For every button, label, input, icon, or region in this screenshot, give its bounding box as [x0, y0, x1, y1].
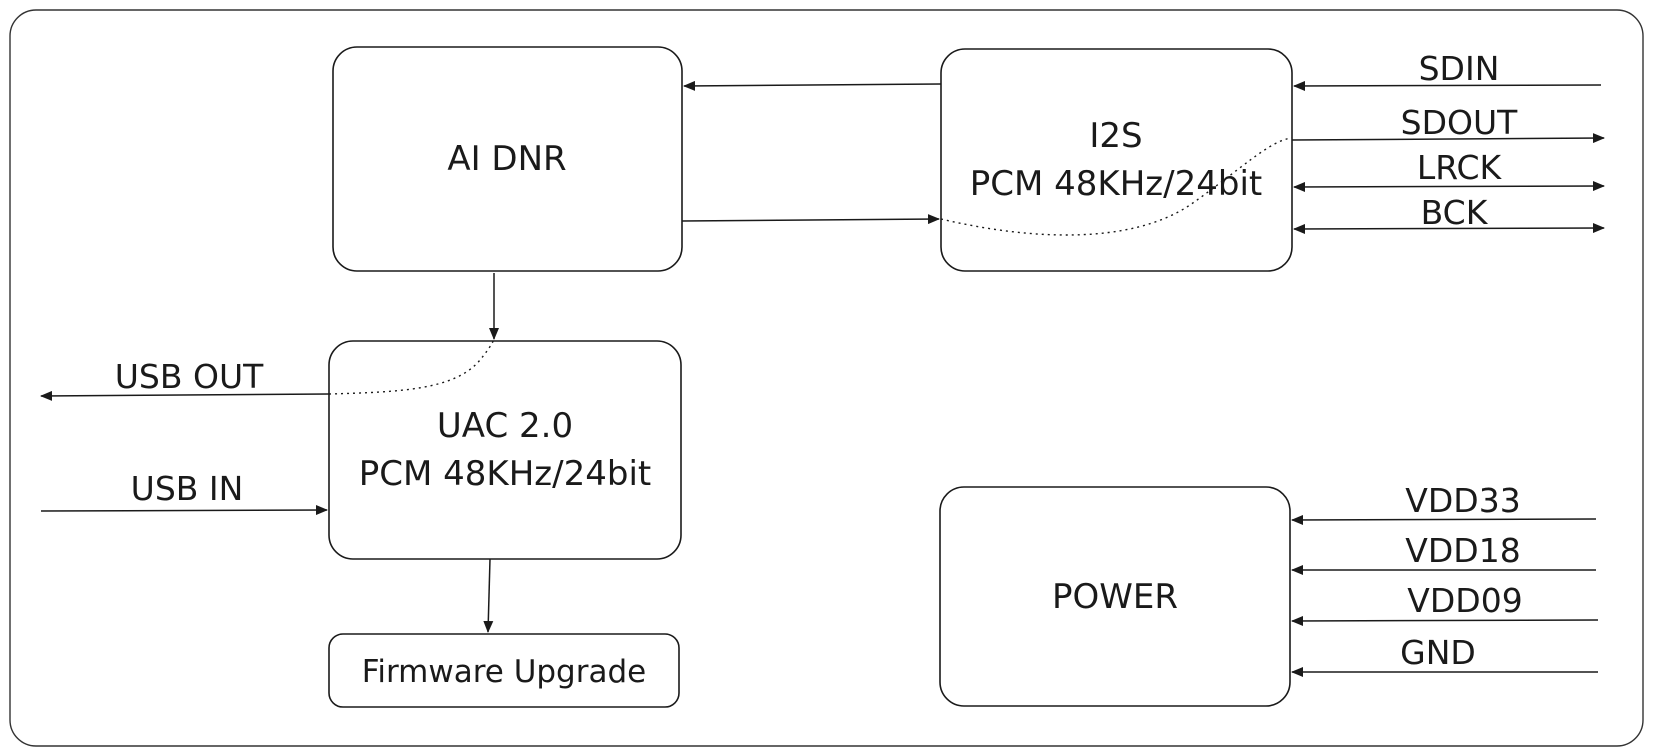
ai-dnr-box — [332, 46, 683, 272]
firmware-box — [328, 633, 680, 708]
uac-loopback-dotted — [328, 338, 495, 395]
bck-line — [1293, 223, 1605, 234]
i2s-subtitle: PCM 48KHz/24bit — [970, 164, 1262, 204]
uac-title: UAC 2.0 — [437, 406, 573, 446]
sdout-line — [1291, 133, 1605, 144]
i2s-block: I2S PCM 48KHz/24bit — [940, 48, 1293, 272]
lrck-label: LRCK — [1417, 148, 1503, 187]
lrck-line — [1293, 181, 1605, 192]
vdd33-line — [1291, 514, 1597, 525]
i2s-loopback-dotted — [940, 137, 1293, 236]
i2s-to-ai-dnr-arrow — [683, 80, 942, 91]
uac-subtitle: PCM 48KHz/24bit — [359, 454, 651, 494]
gnd-label: GND — [1400, 633, 1476, 672]
power-label: POWER — [1052, 577, 1178, 617]
power-block: POWER — [939, 486, 1291, 707]
vdd33-label: VDD33 — [1405, 481, 1520, 520]
power-box — [939, 486, 1291, 707]
vdd18-label: VDD18 — [1405, 531, 1520, 570]
usb-in-label: USB IN — [131, 469, 244, 508]
ai-dnr-block: AI DNR — [332, 46, 683, 272]
uac-box — [328, 340, 682, 560]
usb-in-line — [40, 505, 328, 516]
vdd09-label: VDD09 — [1407, 581, 1522, 620]
i2s-title: I2S — [1089, 116, 1142, 156]
usb-out-line — [40, 390, 330, 401]
uac-block: UAC 2.0 PCM 48KHz/24bit — [328, 340, 682, 560]
firmware-block: Firmware Upgrade — [328, 633, 680, 708]
uac-to-firmware-arrow — [483, 558, 494, 633]
sdin-line — [1293, 80, 1602, 91]
ai-dnr-to-i2s-arrow — [681, 214, 940, 225]
sdout-label: SDOUT — [1401, 103, 1518, 142]
usb-out-label: USB OUT — [115, 357, 264, 396]
sdin-label: SDIN — [1419, 49, 1500, 88]
vdd09-line — [1291, 615, 1599, 626]
i2s-box — [940, 48, 1293, 272]
bck-label: BCK — [1421, 193, 1489, 232]
ai-dnr-label: AI DNR — [447, 139, 566, 179]
firmware-label: Firmware Upgrade — [362, 654, 646, 690]
